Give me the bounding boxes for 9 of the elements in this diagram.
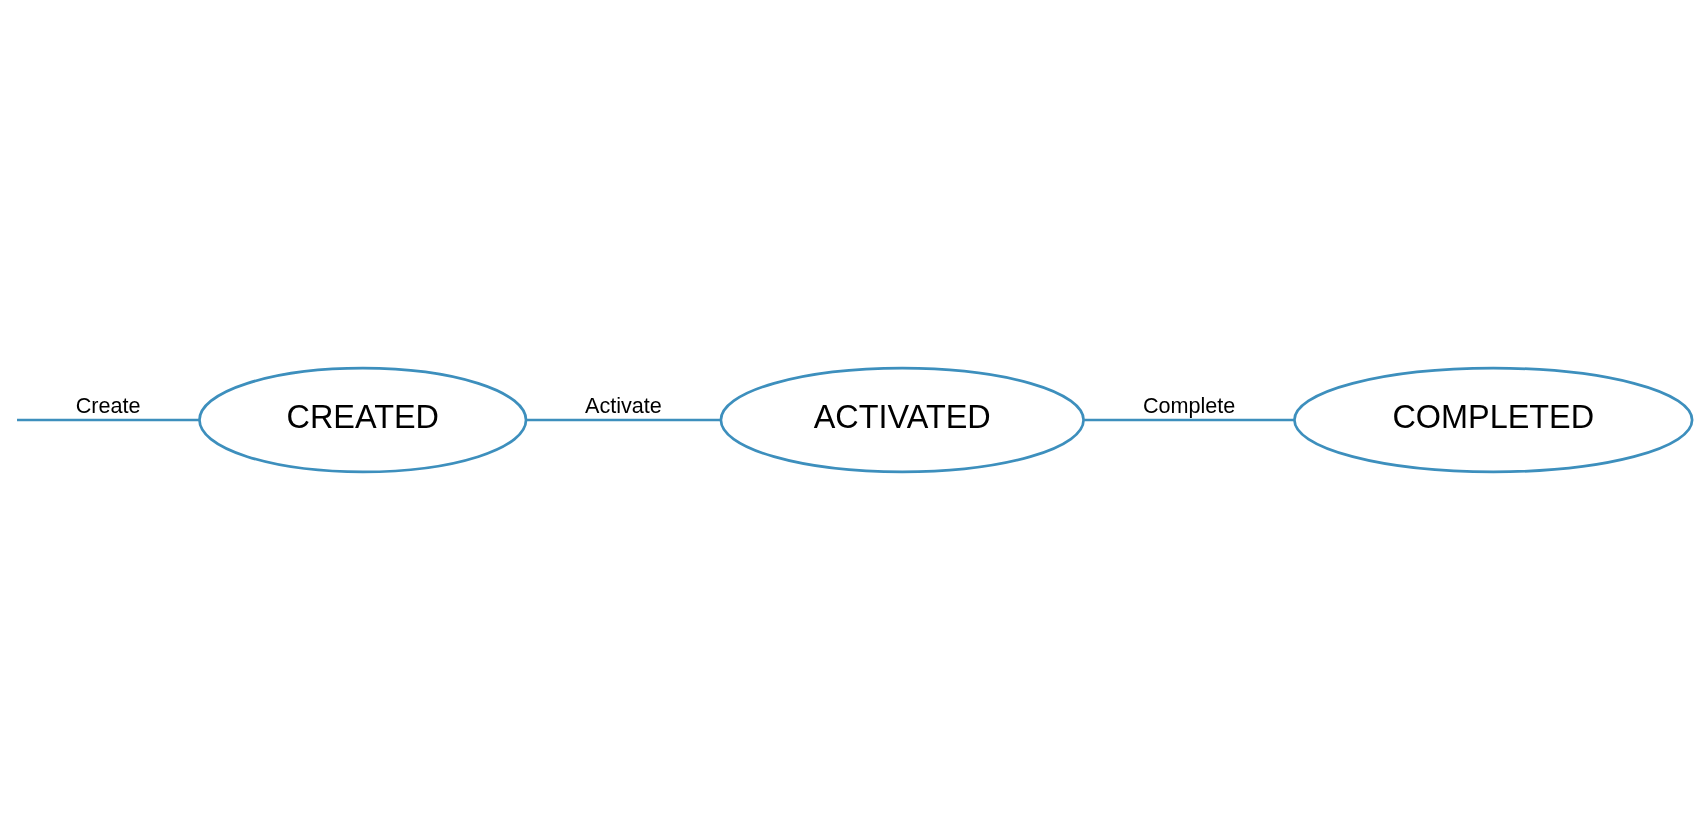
edge-label: Activate (584, 392, 662, 418)
edge-label: Create (75, 392, 141, 418)
node-ellipse: CREATED (198, 366, 528, 474)
node-ellipse: ACTIVATED (719, 366, 1085, 474)
connector (526, 418, 721, 422)
node-ellipse: COMPLETED (1293, 366, 1694, 474)
connector (17, 418, 200, 422)
edge-label: Complete (1142, 392, 1236, 418)
connector (1084, 418, 1295, 422)
